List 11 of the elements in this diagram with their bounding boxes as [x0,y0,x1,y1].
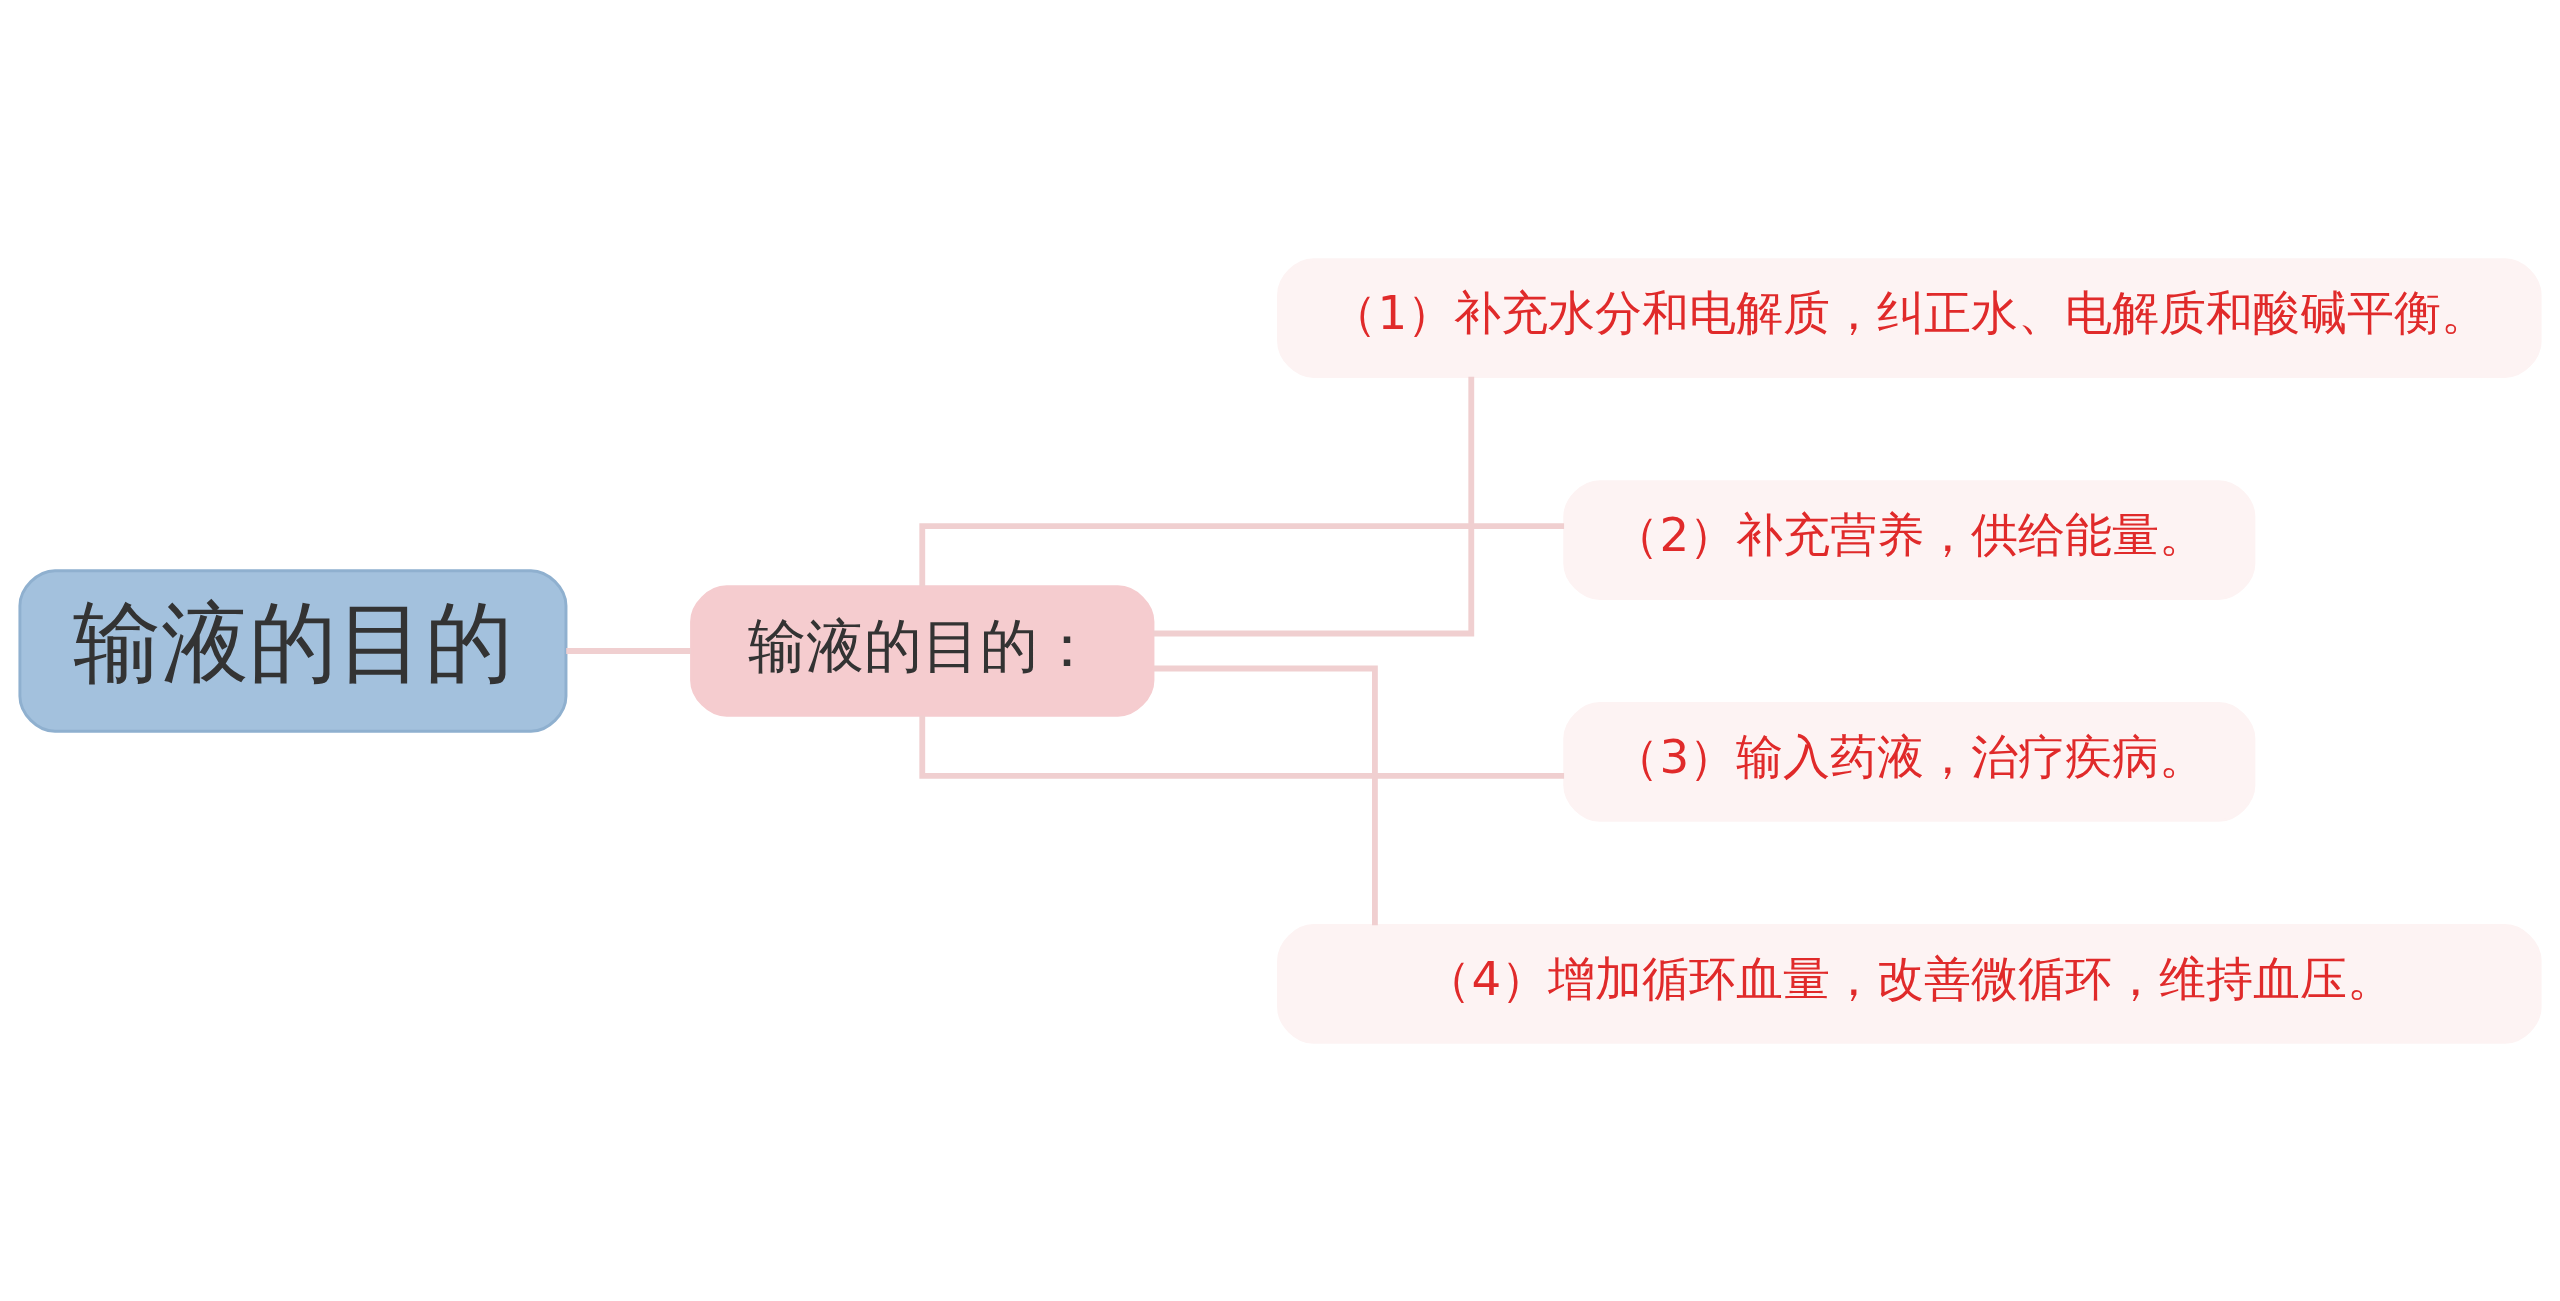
node-box: （4）增加循环血量，改善微循环，维持血压。 [1277,923,2542,1044]
connector [566,647,691,654]
node-box: 输液的目的： [690,584,1155,717]
connector [1153,665,1378,925]
connector [919,522,1565,586]
node-box: （3）输入药液，治疗疾病。 [1563,701,2256,822]
node-box: 输液的目的 [18,568,568,733]
connector [1153,376,1475,636]
connector [919,715,1565,779]
node-box: （1）补充水分和电解质，纠正水、电解质和酸碱平衡。 [1277,257,2542,378]
node-box: （2）补充营养，供给能量。 [1563,479,2256,600]
